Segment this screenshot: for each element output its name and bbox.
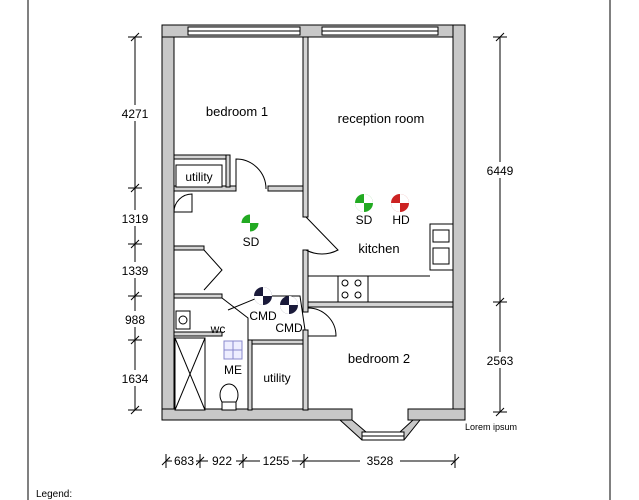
smoke-detector-icon	[355, 194, 373, 212]
wall-south-left	[161, 408, 353, 421]
wall-hall-kitchen	[302, 249, 309, 313]
door-wc	[221, 297, 249, 340]
dim-bottom-2: 922	[212, 454, 232, 468]
wall-south-right	[407, 408, 466, 421]
label-bedroom-2: bedroom 2	[348, 351, 410, 366]
utility-top-box	[175, 164, 223, 188]
dim-left-2: 1319	[122, 212, 149, 226]
legend-label: Legend:	[36, 489, 72, 500]
heat-detector-icon	[391, 194, 409, 212]
door-utility-bottom	[227, 295, 306, 331]
label-sd-kitchen: SD	[356, 213, 373, 227]
door-bedroom-1	[235, 158, 267, 190]
wall-utility-side	[225, 154, 231, 188]
wall-utility-top-b	[251, 339, 308, 345]
wall-east	[452, 24, 466, 421]
wall-bed1-south-b	[267, 185, 304, 192]
label-sd-hall: SD	[243, 235, 260, 249]
label-cmd-1: CMD	[249, 309, 277, 323]
interior-walls	[173, 36, 454, 411]
fixtures	[174, 223, 454, 411]
door-bedroom-2	[307, 307, 337, 337]
label-wc: wc	[210, 322, 226, 336]
wall-cupboard-top	[173, 245, 205, 251]
dim-right-2: 2563	[487, 354, 514, 368]
dim-left-1: 4271	[122, 107, 149, 121]
co-detector-icon	[254, 287, 272, 305]
smoke-detector-icon	[240, 213, 260, 233]
label-me: ME	[224, 363, 242, 377]
brand-label: Lorem ipsum	[465, 422, 517, 432]
meter-icon	[223, 340, 243, 360]
door-utility	[173, 193, 193, 213]
label-bedroom-1: bedroom 1	[206, 104, 268, 119]
label-utility-bottom: utility	[263, 371, 290, 385]
dim-bottom-1: 683	[174, 454, 194, 468]
wall-kitchen-bed2	[307, 301, 454, 308]
wall-bed1-reception	[302, 36, 309, 218]
dim-bottom-3: 1255	[263, 454, 290, 468]
dim-left-5: 1634	[122, 372, 149, 386]
wall-west	[161, 24, 175, 421]
label-kitchen: kitchen	[358, 241, 399, 256]
kitchen-hob	[337, 275, 369, 303]
dim-left-3: 1339	[122, 264, 149, 278]
wall-utility-bed2	[302, 329, 309, 411]
wall-cupboard-bottom	[173, 293, 223, 299]
label-reception-room: reception room	[338, 111, 425, 126]
label-cmd-2: CMD	[275, 321, 303, 335]
wall-utility-top	[173, 154, 229, 160]
windows	[187, 26, 439, 441]
wall-wc-shower	[173, 331, 223, 337]
dim-left-4: 988	[125, 313, 145, 327]
door-kitchen	[305, 216, 339, 255]
outer-walls	[161, 24, 466, 421]
dim-bottom-4: 3528	[367, 454, 394, 468]
label-hd-kitchen: HD	[392, 213, 410, 227]
dim-right-1: 6449	[487, 164, 514, 178]
dimension-labels: 4271 1319 1339 988 1634 6449 2563 683 92…	[116, 105, 519, 468]
co-detector-icon	[280, 296, 298, 314]
door-cupboard	[203, 249, 223, 291]
doors	[173, 158, 339, 340]
wall-wc-utility	[247, 339, 253, 411]
label-utility-top: utility	[185, 170, 212, 184]
